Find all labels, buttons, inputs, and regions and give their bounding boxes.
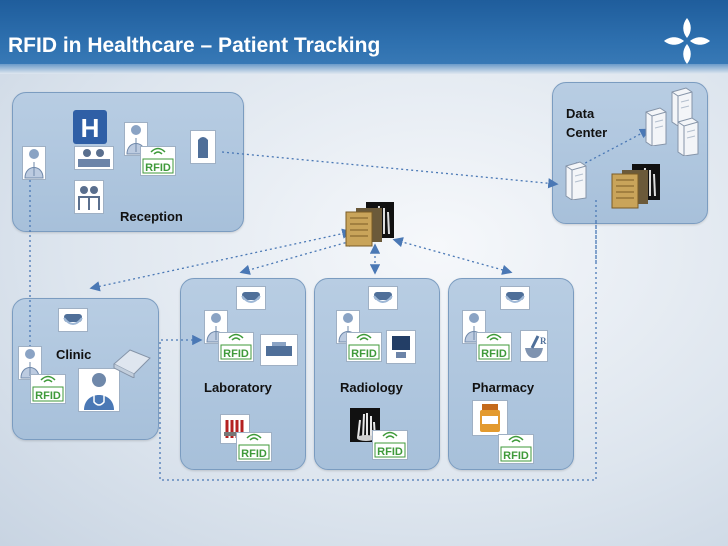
radiology-monitor-icon <box>386 330 416 364</box>
server-icon-main <box>565 161 587 200</box>
waiting-room-icon <box>74 180 104 214</box>
svg-text:RFID: RFID <box>223 348 249 360</box>
rfid-tag-icon-lab: RFID <box>218 332 254 362</box>
wristband-icon-pharmacy <box>500 286 530 310</box>
lab-equipment-icon <box>260 334 298 366</box>
label-laboratory: Laboratory <box>204 380 272 395</box>
title-bar-band <box>0 64 728 74</box>
svg-text:H: H <box>81 113 100 143</box>
svg-text:RFID: RFID <box>377 446 403 458</box>
svg-text:R: R <box>540 336 547 346</box>
wristband-icon-lab <box>236 286 266 310</box>
title-bar <box>0 0 728 72</box>
rfid-tag-icon-lab-sample: RFID <box>236 432 272 462</box>
rfid-tag-icon-reception: RFID <box>140 146 176 176</box>
rfid-tag-icon-pharmacy-medicine: RFID <box>498 434 534 464</box>
rfid-tag-icon-clinic: RFID <box>30 374 66 404</box>
clinic-bed-icon <box>113 349 151 378</box>
wristband-reader-icon <box>190 130 216 164</box>
label-radiology: Radiology <box>340 380 403 395</box>
rfid-tag-icon-radiology-image: RFID <box>372 430 408 460</box>
medicine-bottle-icon <box>472 400 508 436</box>
label-pharmacy: Pharmacy <box>472 380 535 395</box>
wristband-icon-radiology <box>368 286 398 310</box>
rfid-tag-icon-pharmacy: RFID <box>476 332 512 362</box>
hospital-sign-icon: H <box>73 110 107 144</box>
records-icon-datacenter <box>611 164 660 209</box>
label-data-center: Data Center <box>566 106 608 140</box>
slide-title: RFID in Healthcare – Patient Tracking <box>8 34 381 57</box>
server-icon-middle-left <box>645 107 667 146</box>
svg-text:RFID: RFID <box>351 348 377 360</box>
rfid-tag-icon-radiology: RFID <box>346 332 382 362</box>
wristband-icon-clinic <box>58 308 88 332</box>
svg-text:RFID: RFID <box>241 448 267 460</box>
receptionist-desk-icon <box>74 146 114 170</box>
patient-icon-clinic <box>18 346 42 380</box>
company-logo-icon <box>664 18 710 64</box>
server-icon-middle-right <box>677 117 699 156</box>
patient-icon-reception <box>22 146 46 180</box>
server-icon-top <box>671 87 693 126</box>
doctor-icon-clinic <box>78 368 120 412</box>
label-clinic: Clinic <box>56 347 92 362</box>
records-icon-hub <box>345 202 394 247</box>
label-reception: Reception <box>120 209 183 224</box>
mortar-pestle-icon: R <box>520 330 548 362</box>
svg-text:RFID: RFID <box>145 162 171 174</box>
svg-text:RFID: RFID <box>35 390 61 402</box>
svg-text:RFID: RFID <box>481 348 507 360</box>
svg-text:RFID: RFID <box>503 450 529 462</box>
